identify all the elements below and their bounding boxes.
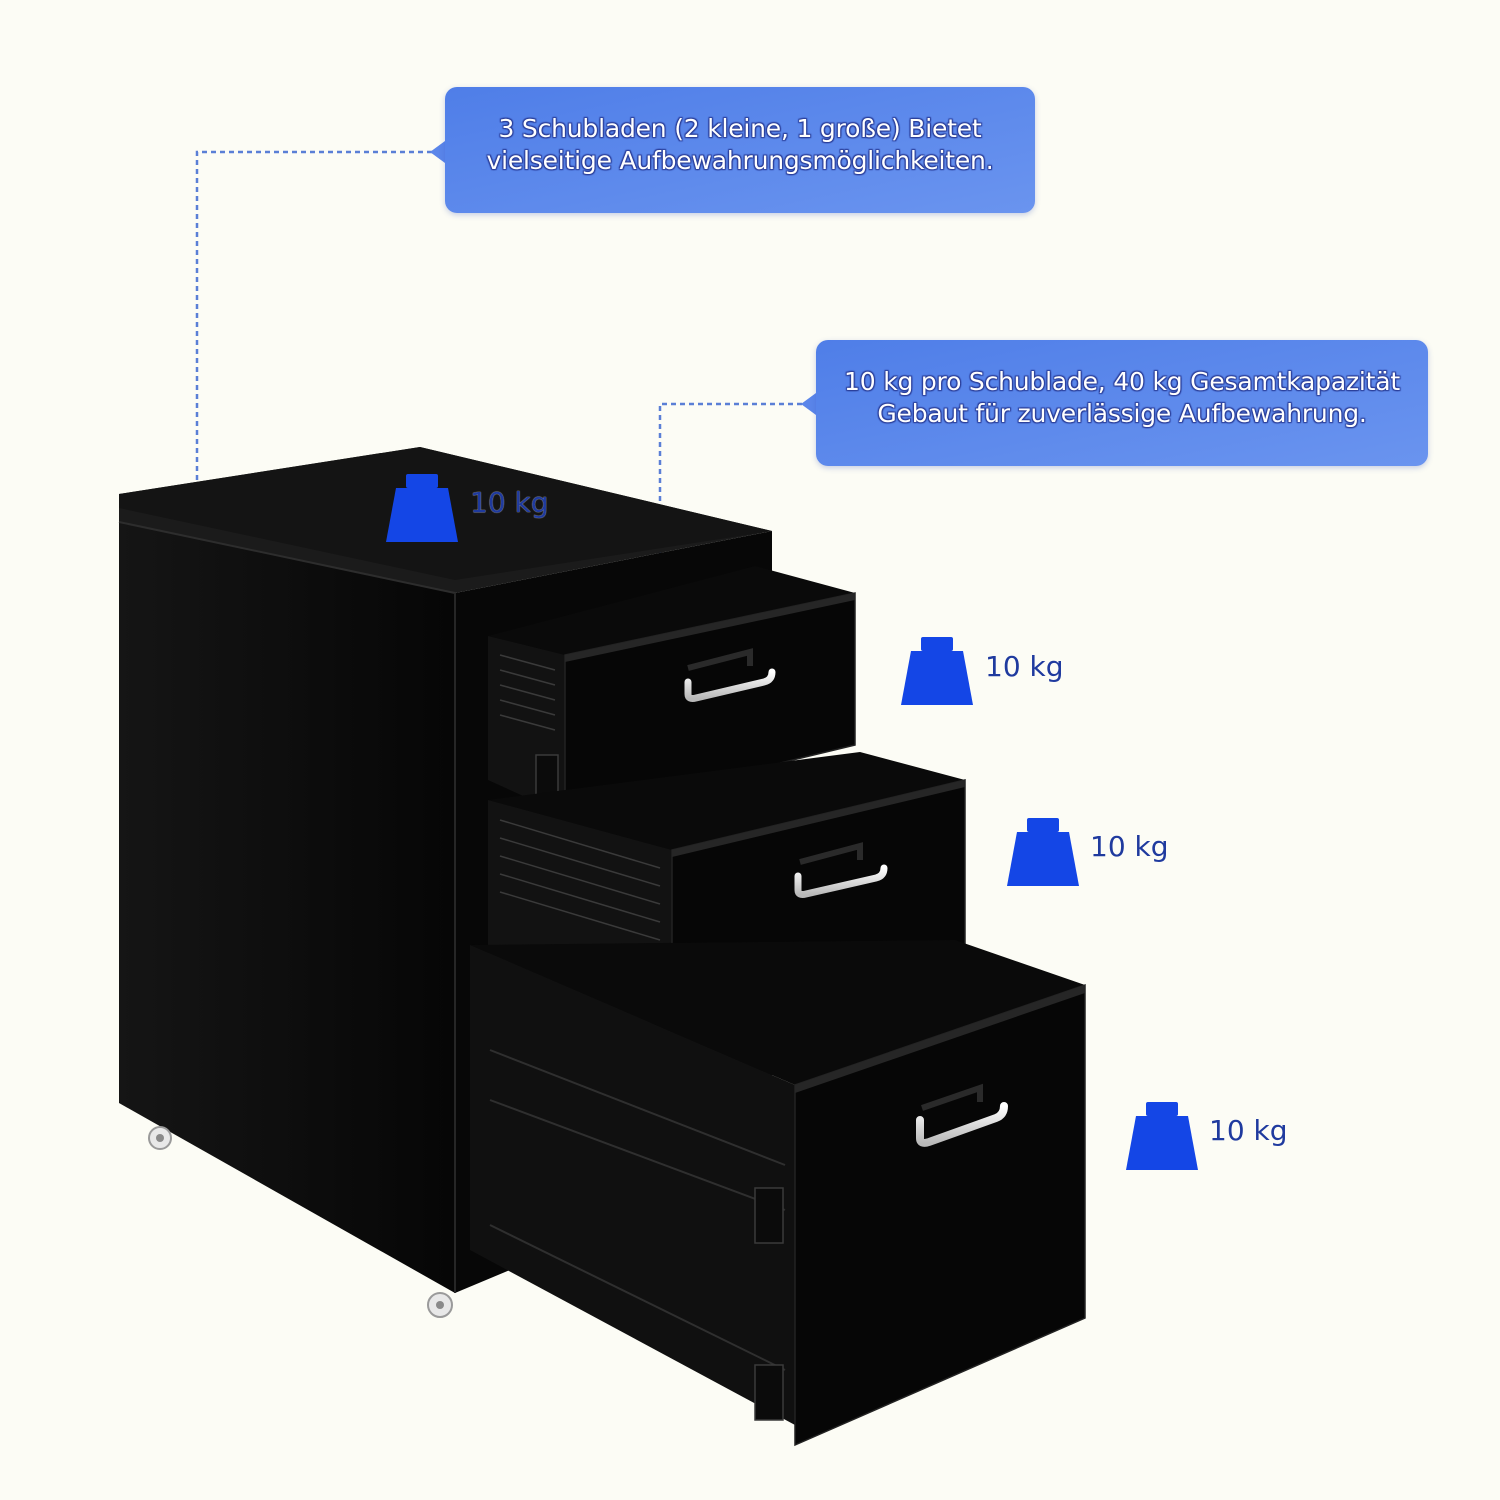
leader-line-drawers — [195, 150, 432, 495]
kettlebell-weight-icon — [1126, 1102, 1198, 1170]
caster-wheel-icon — [148, 1126, 453, 1318]
weight-label-top: 10 kg — [470, 486, 549, 519]
callout-capacity-bg — [816, 340, 1428, 466]
drawer-bottom — [470, 940, 1086, 1447]
callout-drawers-bg — [445, 87, 1035, 213]
drawer-handle-icon — [684, 648, 776, 702]
callout-capacity: 10 kg pro Schublade, 40 kg Gesamtkapazit… — [816, 340, 1428, 466]
weight-label-drawer-2: 10 kg — [1090, 830, 1169, 863]
callout-capacity-line-2: Gebaut für zuverlässige Aufbewahrung. — [877, 399, 1367, 428]
drawer-handle-icon — [916, 1083, 1008, 1147]
callout-drawers-line-1: 3 Schubladen (2 kleine, 1 große) Bietet — [498, 114, 982, 143]
weight-label-drawer-3: 10 kg — [1209, 1114, 1288, 1147]
kettlebell-weight-icon — [386, 474, 458, 542]
callout-drawers: 3 Schubladen (2 kleine, 1 große) Bietet … — [445, 87, 1035, 213]
callout-drawers-line-2: vielseitige Aufbewahrungsmöglichkeiten. — [486, 146, 994, 175]
weight-label-drawer-1: 10 kg — [985, 650, 1064, 683]
drawer-handle-icon — [794, 842, 888, 898]
callout-capacity-line-1: 10 kg pro Schublade, 40 kg Gesamtkapazit… — [844, 367, 1400, 396]
kettlebell-weight-icon — [901, 637, 973, 705]
kettlebell-weight-icon — [1007, 818, 1079, 886]
drawer-top — [488, 566, 856, 816]
